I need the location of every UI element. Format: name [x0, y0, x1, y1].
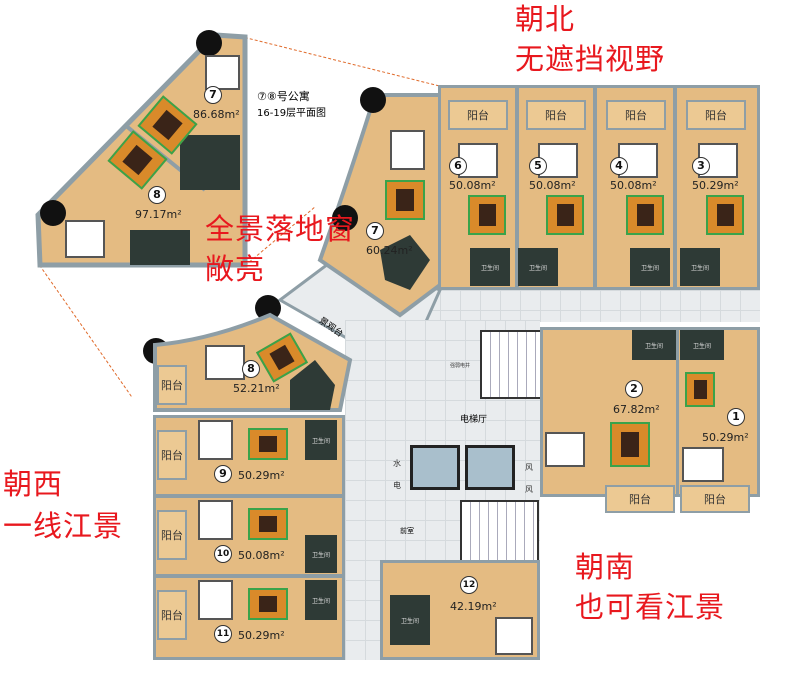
wind-shaft-label: 风 [525, 463, 533, 472]
annotation-window-detail: 敞亮 [205, 252, 266, 286]
bathroom: 卫生间 [305, 535, 337, 573]
unit-number: 5 [529, 157, 547, 175]
inset-connector-line [244, 37, 440, 87]
unit-area: 50.29m² [692, 179, 739, 192]
bed [198, 420, 233, 460]
sofa-rug [706, 195, 744, 235]
bed [495, 617, 533, 655]
balcony: 阳台 [448, 100, 508, 130]
sofa-rug [248, 508, 288, 540]
unit-number: 6 [449, 157, 467, 175]
unit-area: 50.08m² [238, 549, 285, 562]
annotation-west-detail: 一线江景 [3, 509, 124, 543]
bathroom: 卫生间 [632, 330, 676, 360]
annotation-south: 朝南 [575, 550, 636, 584]
west-corridor [345, 400, 385, 660]
electric-shaft-label: 电 [393, 481, 401, 490]
sofa-rug [248, 428, 288, 460]
stairs-top [480, 330, 544, 399]
unit-area: 50.29m² [702, 431, 749, 444]
unit-number: 8 [148, 186, 166, 204]
unit-number: 11 [214, 625, 232, 643]
unit-area: 50.08m² [449, 179, 496, 192]
unit-area: 42.19m² [450, 600, 497, 613]
unit-number: 10 [214, 545, 232, 563]
bed [198, 500, 233, 540]
bed [65, 220, 105, 258]
unit-area: 52.21m² [233, 382, 280, 395]
annotation-north-detail: 无遮挡视野 [515, 42, 666, 76]
balcony: 阳台 [680, 485, 750, 513]
unit-number: 12 [460, 576, 478, 594]
column [332, 205, 358, 231]
bed [205, 55, 240, 90]
inset-title: ⑦⑧号公寓 [257, 90, 310, 103]
bathroom: 卫生间 [470, 248, 510, 286]
sofa-rug [546, 195, 584, 235]
unit-area: 50.29m² [238, 629, 285, 642]
inset-subtitle: 16-19层平面图 [257, 108, 327, 119]
bed [545, 432, 585, 467]
annotation-window: 全景落地窗 [205, 212, 356, 246]
unit-area: 50.08m² [610, 179, 657, 192]
wind-shaft-label: 风 [525, 485, 533, 494]
sofa-rug [385, 180, 425, 220]
bed [390, 130, 425, 170]
balcony: 阳台 [157, 365, 187, 405]
unit-area: 86.68m² [193, 108, 240, 121]
elevator-hall-label: 电梯厅 [460, 415, 488, 425]
balcony: 阳台 [605, 485, 675, 513]
sofa-rug [248, 588, 288, 620]
balcony: 阳台 [606, 100, 666, 130]
unit-number: 7 [366, 222, 384, 240]
unit-number: 2 [625, 380, 643, 398]
inset-connector-line [39, 265, 132, 397]
unit-area: 67.82m² [613, 403, 660, 416]
unit-number: 4 [610, 157, 628, 175]
bed [205, 345, 245, 380]
unit-area: 97.17m² [135, 208, 182, 221]
annotation-south-detail: 也可看江景 [575, 590, 726, 624]
bed [198, 580, 233, 620]
shaft-label: 强弱电井 [450, 363, 471, 369]
water-shaft-label: 水 [393, 459, 401, 468]
bed [682, 447, 724, 482]
corridor [420, 290, 760, 322]
elevator-left[interactable] [410, 445, 460, 490]
bathroom: 卫生间 [680, 330, 724, 360]
sofa-rug [610, 422, 650, 467]
unit-number: 1 [727, 408, 745, 426]
sofa-rug [626, 195, 664, 235]
balcony: 阳台 [526, 100, 586, 130]
unit-area: 50.08m² [529, 179, 576, 192]
column [360, 87, 386, 113]
column [196, 30, 222, 56]
bathroom: 卫生间 [680, 248, 720, 286]
anteroom-label: 前室 [400, 527, 414, 535]
balcony: 阳台 [157, 430, 187, 480]
bathroom: 卫生间 [390, 595, 430, 645]
unit-number: 8 [242, 360, 260, 378]
bathroom: 卫生间 [518, 248, 558, 286]
unit-number: 9 [214, 465, 232, 483]
unit-area: 50.29m² [238, 469, 285, 482]
bathroom: 卫生间 [305, 420, 337, 460]
stairs-bottom [460, 500, 539, 564]
sofa-rug [685, 372, 715, 407]
annotation-north: 朝北 [515, 2, 576, 36]
bathroom: 卫生间 [630, 248, 670, 286]
unit-number: 3 [692, 157, 710, 175]
elevator-right[interactable] [465, 445, 515, 490]
bathroom: 卫生间 [305, 580, 337, 620]
balcony: 阳台 [157, 590, 187, 640]
sofa-rug [468, 195, 506, 235]
balcony: 阳台 [686, 100, 746, 130]
column [40, 200, 66, 226]
balcony: 阳台 [157, 510, 187, 560]
unit-number: 7 [204, 86, 222, 104]
unit-area: 60.24m² [366, 244, 413, 257]
annotation-west: 朝西 [3, 467, 64, 501]
